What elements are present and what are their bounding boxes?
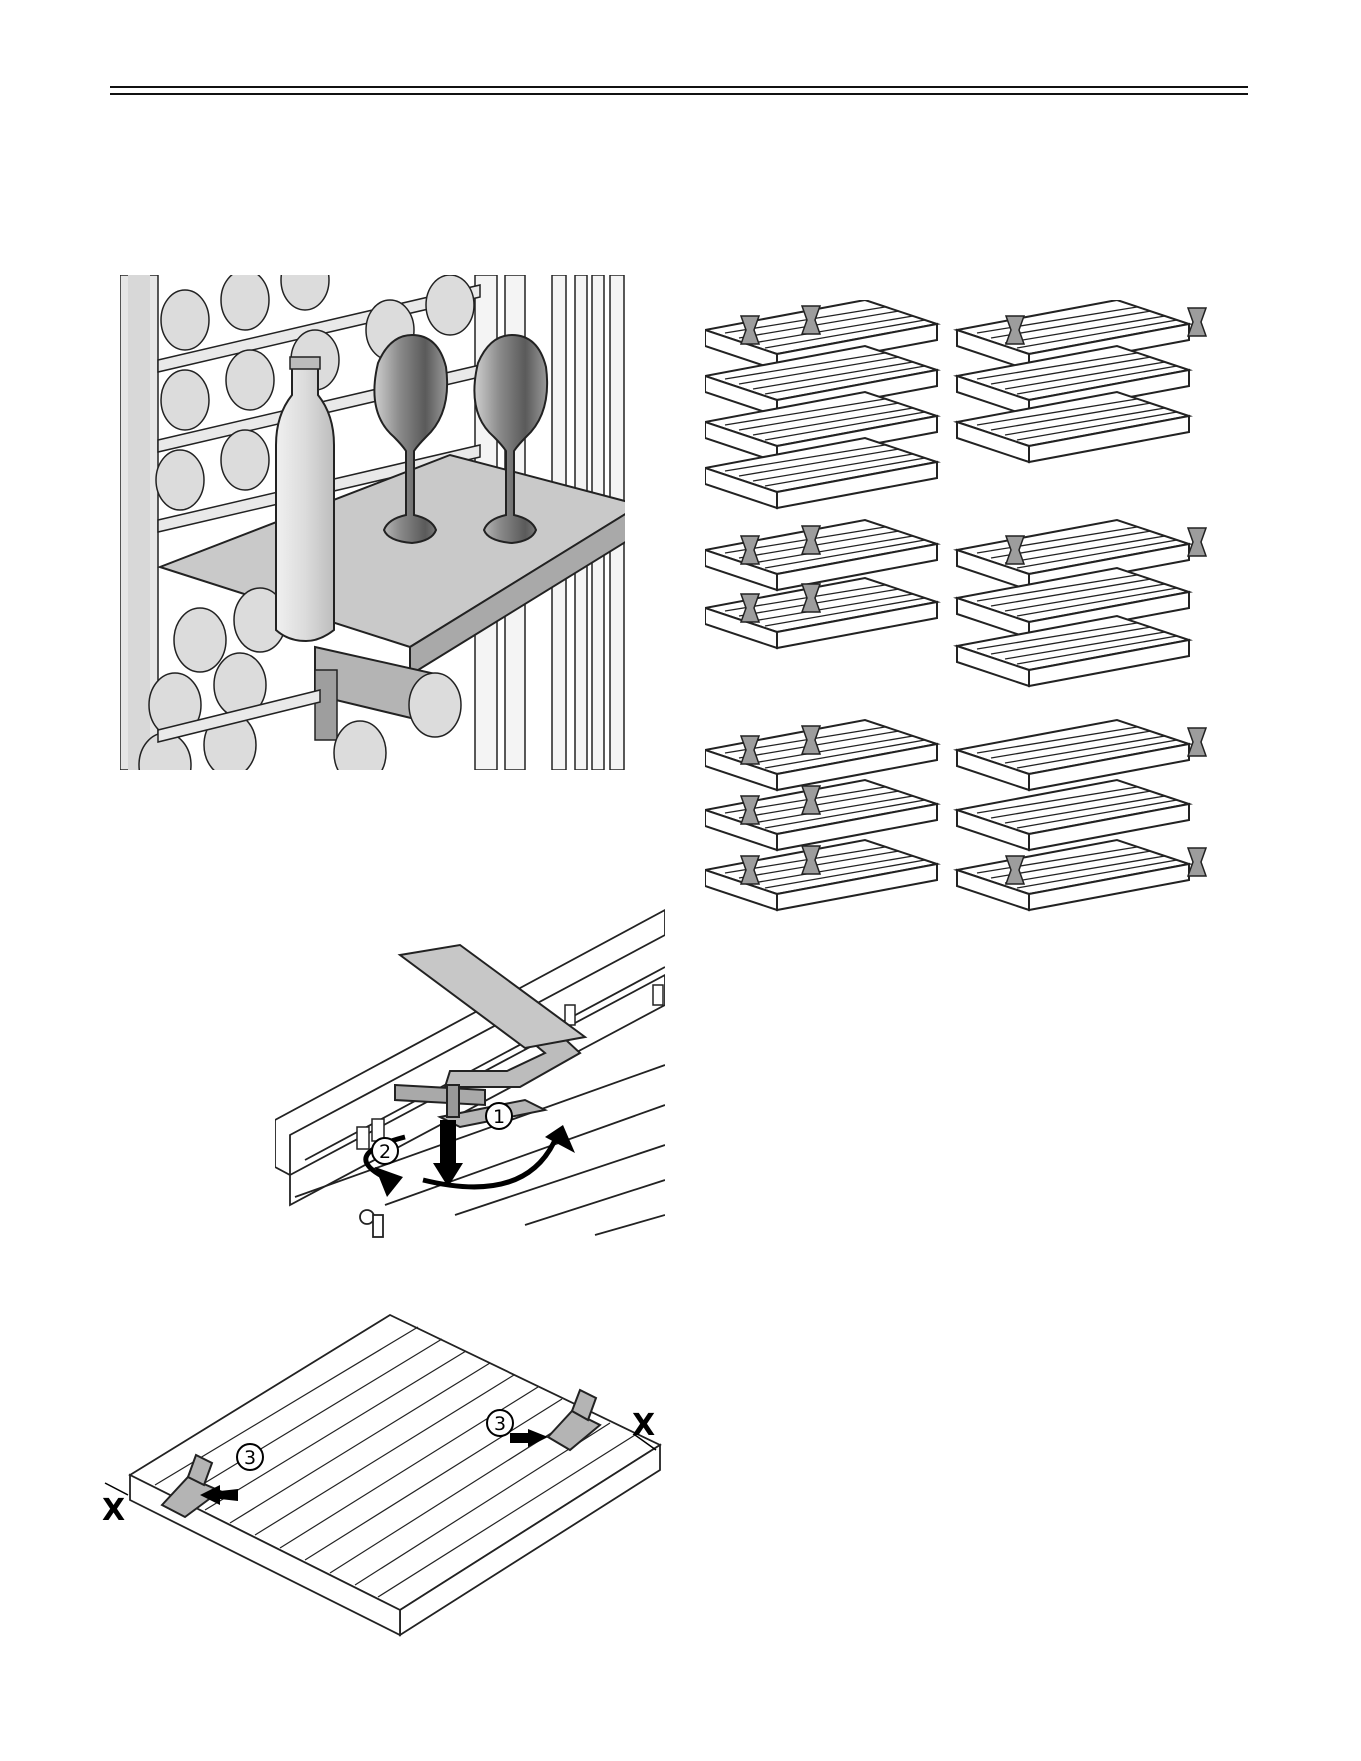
callout-1: 1 xyxy=(493,1106,505,1128)
shelf-configurations-figure xyxy=(705,300,1250,980)
callout-2: 2 xyxy=(379,1141,391,1163)
shelf-stack-options-icon xyxy=(705,300,1250,980)
bottle-holder-fit-figure: 1 2 xyxy=(275,905,665,1305)
distance-label-left: X xyxy=(102,1493,125,1528)
header-rule-top xyxy=(110,86,1248,88)
wine-bottle-and-glasses-icon xyxy=(120,275,625,770)
header-rule-bottom xyxy=(110,93,1248,95)
shelf-with-bottle-holders-icon: 3 3 X X xyxy=(100,1305,680,1660)
bottle-holder-clip-icon: 1 2 xyxy=(275,905,665,1305)
callout-3-right: 3 xyxy=(494,1413,506,1435)
distance-label-right: X xyxy=(632,1408,655,1443)
callout-3-left: 3 xyxy=(244,1447,256,1469)
bottle-holder-position-figure: 3 3 X X xyxy=(100,1305,680,1660)
presentation-shelf-figure xyxy=(120,275,625,770)
